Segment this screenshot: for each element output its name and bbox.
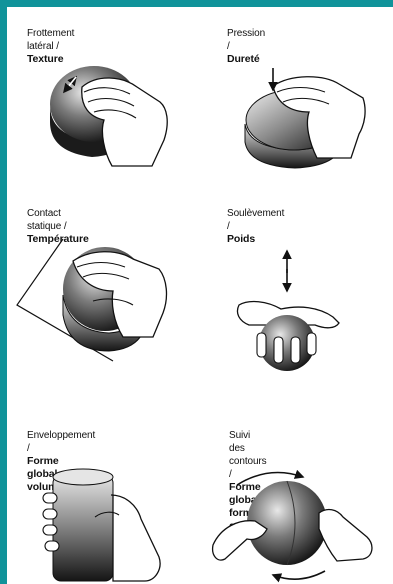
finger — [257, 333, 266, 357]
caption-poids-line1: Soulèvement / — [227, 207, 284, 233]
temperature-illustration — [13, 235, 173, 365]
rotate-arrow-icon — [273, 571, 325, 579]
figure-page: Frottement latéral / Texture Pression / … — [7, 7, 393, 584]
contours-illustration — [207, 463, 387, 581]
durete-illustration — [239, 62, 369, 172]
hand — [111, 495, 160, 581]
right-hand — [319, 510, 372, 561]
finger — [45, 541, 59, 551]
finger — [274, 337, 283, 363]
caption-temperature-line1: Contact statique / — [27, 207, 89, 233]
poids-illustration — [229, 245, 349, 385]
caption-poids: Soulèvement / Poids — [227, 207, 284, 246]
texture-illustration — [42, 62, 172, 172]
finger — [307, 333, 316, 355]
caption-volume-line1: Enveloppement / — [27, 429, 95, 455]
volume-illustration — [33, 465, 173, 583]
cylinder — [53, 475, 113, 581]
cylinder-top — [53, 469, 113, 485]
caption-texture-line1: Frottement latéral / — [27, 27, 74, 53]
caption-durete: Pression / Dureté — [227, 27, 265, 66]
caption-durete-line1: Pression / — [227, 27, 265, 53]
caption-texture: Frottement latéral / Texture — [27, 27, 74, 66]
finger — [291, 337, 300, 363]
finger — [43, 493, 57, 503]
finger — [43, 525, 57, 535]
finger — [43, 509, 57, 519]
